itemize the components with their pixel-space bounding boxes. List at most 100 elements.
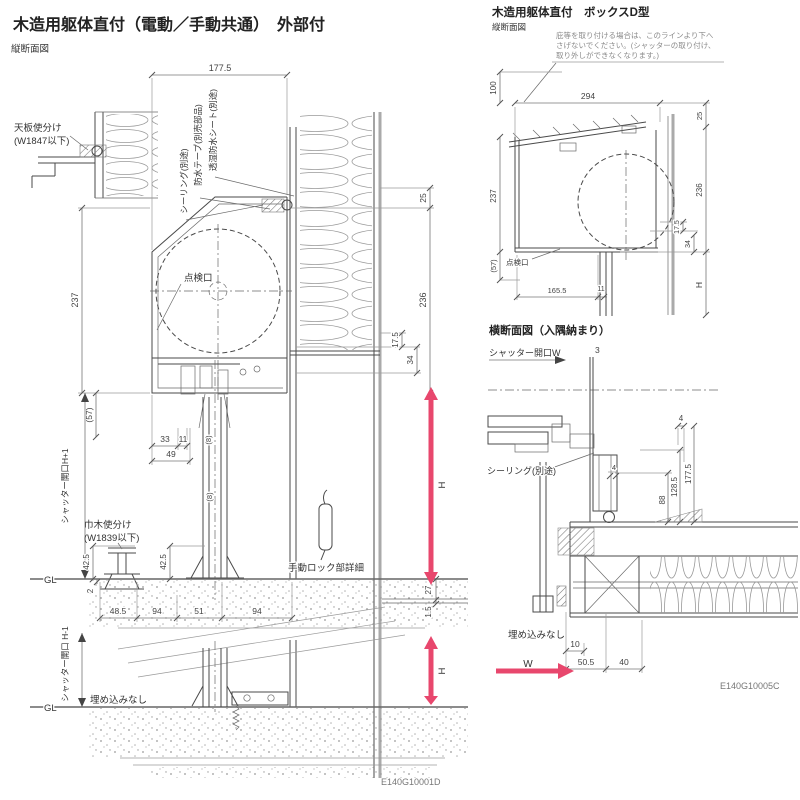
dim-50-5-plan: 50.5 [578,657,595,667]
dim-17-5-right: 17.5 [674,220,681,234]
insulation-pattern-plan [650,556,798,613]
note-line3: 取り外しができなくなります。) [556,50,659,60]
right-title: 木造用躯体直付 ボックスD型 [491,5,650,19]
h-label-upper: H [437,481,448,488]
dim-42-5b: 42.5 [159,554,168,570]
inspection-port-label-right: 点検口 [506,257,529,267]
right-section-label: 縦断面図 [492,22,526,32]
sealing-bead-icon [281,199,293,211]
w-label: W [523,659,533,670]
plan-dimensions [562,422,698,673]
concrete-stipple [150,767,430,778]
h-label-lower: H [437,667,448,674]
guide-rail-upper [186,360,244,600]
dim-2: 2 [86,588,95,593]
concrete-stipple [88,708,468,757]
no-embed-label-plan: 埋め込みなし [508,630,565,641]
dim-237-right: 237 [489,189,498,203]
guide-rail-lower [191,641,289,731]
note-line2: さげないでください。(シャッターの取り付け、 [556,40,715,50]
dim-236-right: 236 [695,183,704,197]
dim-8b: (8) [205,492,214,502]
dim-177-5: 177.5 [209,63,232,73]
blocking-hatch [557,527,595,556]
manual-lock-detail [318,489,333,561]
opening-height-arrows [424,387,438,705]
upper-wall-fragment [94,111,158,199]
dim-3-plan: 3 [595,345,600,355]
sealing-hatch [261,198,285,213]
dim-100-right: 100 [489,81,498,95]
braced-panel [584,555,640,614]
anchor-hatch [556,585,567,607]
dim-294-right: 294 [581,91,595,101]
sealing-label-plan: シーリング(別途) [487,465,556,476]
h-label-right: H [694,282,704,288]
manual-lock-label: 手動ロック部詳細 [288,562,364,574]
dim-10-plan: 10 [570,639,580,649]
guide-rail-plan [592,454,618,512]
left-vertical-section: 天板使分け (W1847以下) シーリング(別途) 防水テープ(別売部品) 透湿… [14,63,468,787]
dim-34: 34 [406,355,415,364]
insulation-pattern [300,114,372,350]
no-embed-label-left: 埋め込みなし [90,695,147,706]
dim-1-5: 1.5 [424,606,433,618]
tenban-label-line1: 天板使分け [14,122,62,134]
dim-51: 51 [194,606,204,616]
habaki-label-line1: 巾木使分け [84,519,132,531]
habaki-label-line2: (W1839以下) [84,533,139,544]
soffit-profile [31,135,107,188]
dim-94b: 94 [252,606,262,616]
dim-236: 236 [418,292,428,307]
dim-57-right: (57) [489,259,498,273]
plan-linework [487,357,798,618]
rail-roller-icon [603,511,615,523]
dim-237: 237 [70,292,80,307]
opening-w-arrowhead [555,356,566,364]
right-bottom-plan-section: 横断面図（入隅納まり） シャッター開口W 3 [486,323,798,691]
dim-25: 25 [418,193,428,203]
shutter-opening-h-minus1-label: シャッター開口 H-1 [60,626,70,702]
shutter-box [150,196,293,429]
anchor-screw-icon [232,705,240,731]
page-title: 木造用躯体直付（電動／手動共通） 外部付 [12,15,325,34]
inspection-port-label: 点検口 [184,272,213,284]
main-wall [289,112,382,778]
waterproof-sheet-callout: 透湿防水シート(別途) [208,89,218,171]
note-line1: 庇等を取り付ける場合は、このラインより下へ [556,30,714,40]
dim-11-right: 11 [597,286,604,293]
dim-4b-plan: 4 [612,463,616,472]
dim-17-5: 17.5 [391,332,400,348]
dim-48-5: 48.5 [110,606,127,616]
dim-27: 27 [424,585,433,594]
box-d-linework [508,114,675,316]
right-top-dimensions [496,68,710,319]
dim-88-plan: 88 [658,495,667,504]
waterproof-tape-callout: 防水テープ(別売部品) [193,104,203,186]
insulation-pattern [106,114,158,196]
right-top-box-d-section: 木造用躯体直付 ボックスD型 縦断面図 庇等を取り付ける場合は、このラインより下… [488,5,724,319]
left-section-label: 縦断面図 [11,43,49,55]
dim-11: 11 [179,434,188,444]
sealing-callout: シーリング(別途) [179,148,189,213]
dim-165-5-right: 165.5 [548,286,567,295]
dim-128-5-plan: 128.5 [670,476,679,497]
dim-177-5-plan: 177.5 [684,463,693,484]
ground-slabs [30,578,468,778]
dim-40-plan: 40 [619,657,629,667]
dim-57: (57) [84,407,94,422]
gl-label-lower: GL [44,703,57,714]
gl-label-upper: GL [44,575,57,586]
dim-8a: (8) [204,435,213,445]
concrete-stipple [88,580,468,627]
dim-42-5a: 42.5 [82,554,91,570]
shim-hatch [654,508,703,523]
dim-33: 33 [160,434,170,444]
plan-title: 横断面図（入隅納まり） [489,323,610,337]
dim-25-right: 25 [695,112,704,120]
sheet-header: 木造用躯体直付（電動／手動共通） 外部付 縦断面図 [11,15,325,55]
drawing-code-left: E140G10001D [381,777,441,787]
shutter-opening-h-plus1-label: シャッター開口H+1 [60,448,70,524]
